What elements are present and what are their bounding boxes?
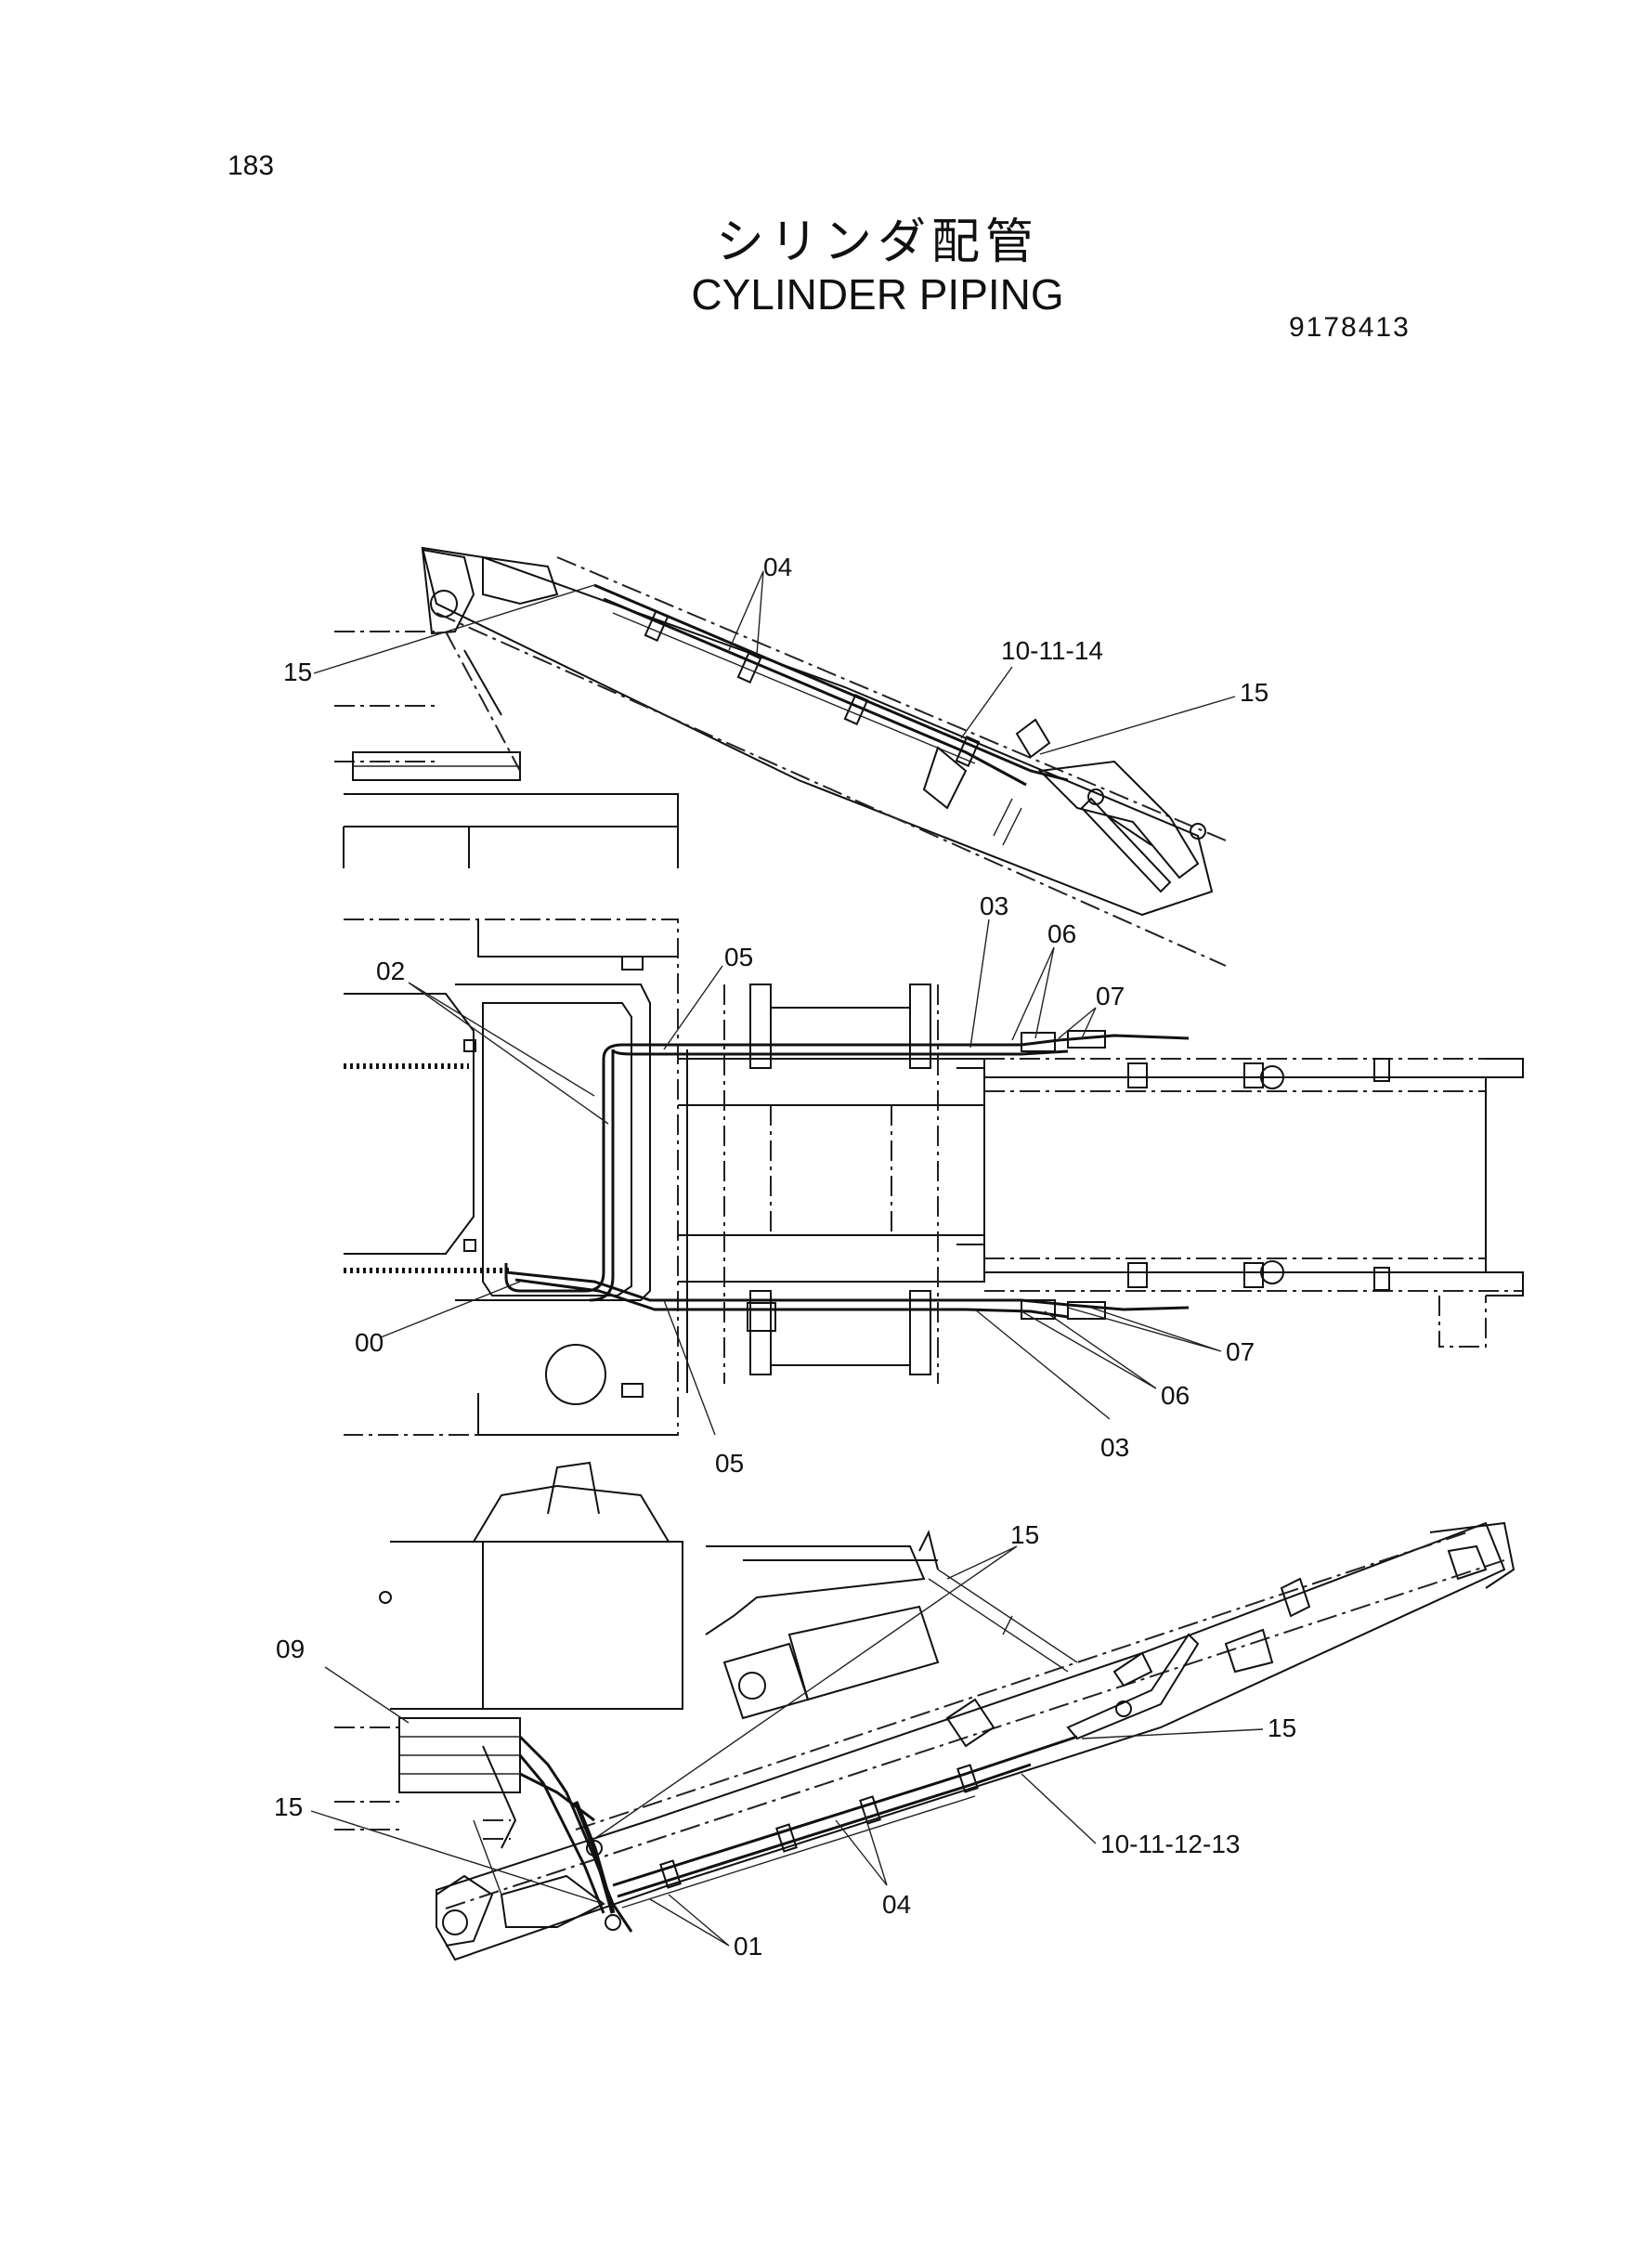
middle-plan-view	[344, 919, 1524, 1436]
callout-bot-01: 01	[734, 1932, 762, 1961]
callout-mid-06-top: 06	[1047, 919, 1076, 948]
top-boom-view	[334, 546, 1227, 967]
callout-mid-02: 02	[376, 957, 405, 985]
leader-mid-03-top	[969, 919, 990, 1049]
leader-mid-00	[380, 1281, 521, 1338]
callout-mid-06-bottom: 06	[1161, 1381, 1190, 1410]
callout-bot-15-left: 15	[274, 1792, 303, 1821]
callout-bot-09: 09	[276, 1635, 305, 1663]
leader-top-04	[728, 570, 764, 656]
leader-bot-15-left	[310, 1810, 605, 1905]
leader-mid-07-top	[1058, 1007, 1097, 1039]
leader-mid-06-bottom	[1021, 1310, 1157, 1389]
leader-bot-15-right	[1081, 1728, 1264, 1739]
leader-bot-04	[835, 1810, 888, 1886]
leader-top-15-left	[313, 584, 595, 674]
callout-bot-15-right: 15	[1268, 1713, 1296, 1742]
leader-mid-05-top	[663, 965, 723, 1050]
callout-top-15-left: 15	[283, 658, 312, 686]
leader-top-10-11-14	[960, 666, 1013, 739]
page-title-english: CYLINDER PIPING	[691, 270, 1064, 319]
callout-mid-03-bottom: 03	[1100, 1433, 1129, 1462]
leader-top-15-right	[1039, 696, 1236, 755]
part-number: 9178413	[1289, 312, 1411, 343]
leader-bot-10-11-12-13	[1021, 1773, 1097, 1844]
leader-mid-03-bottom	[974, 1309, 1111, 1420]
leader-bot-01	[649, 1894, 730, 1947]
callout-mid-00: 00	[355, 1328, 384, 1357]
callout-bot-04: 04	[882, 1890, 911, 1919]
callout-mid-07-bottom: 07	[1226, 1337, 1255, 1366]
page-number: 183	[228, 150, 275, 181]
callout-top-04: 04	[763, 553, 792, 581]
callout-top-10-11-14: 10-11-14	[1001, 636, 1103, 665]
leader-bot-15-top	[593, 1545, 1018, 1840]
callout-top-15-right: 15	[1240, 678, 1268, 707]
callout-bot-10-11-12-13: 10-11-12-13	[1100, 1830, 1240, 1858]
leader-mid-07-bottom	[1067, 1307, 1222, 1352]
callout-mid-05-top: 05	[724, 943, 753, 971]
callout-mid-03-top: 03	[980, 892, 1008, 920]
callout-mid-07-top: 07	[1096, 982, 1125, 1010]
leader-mid-06-top	[1011, 946, 1055, 1041]
bottom-boom-view	[334, 1461, 1515, 1961]
page-title-japanese: シリンダ配管	[715, 215, 1039, 270]
callout-bot-15-top: 15	[1010, 1520, 1039, 1549]
leader-bot-09	[324, 1666, 410, 1724]
callout-mid-05-bottom: 05	[715, 1449, 744, 1478]
leader-mid-05-bottom	[663, 1299, 716, 1436]
leader-mid-02	[408, 982, 609, 1125]
